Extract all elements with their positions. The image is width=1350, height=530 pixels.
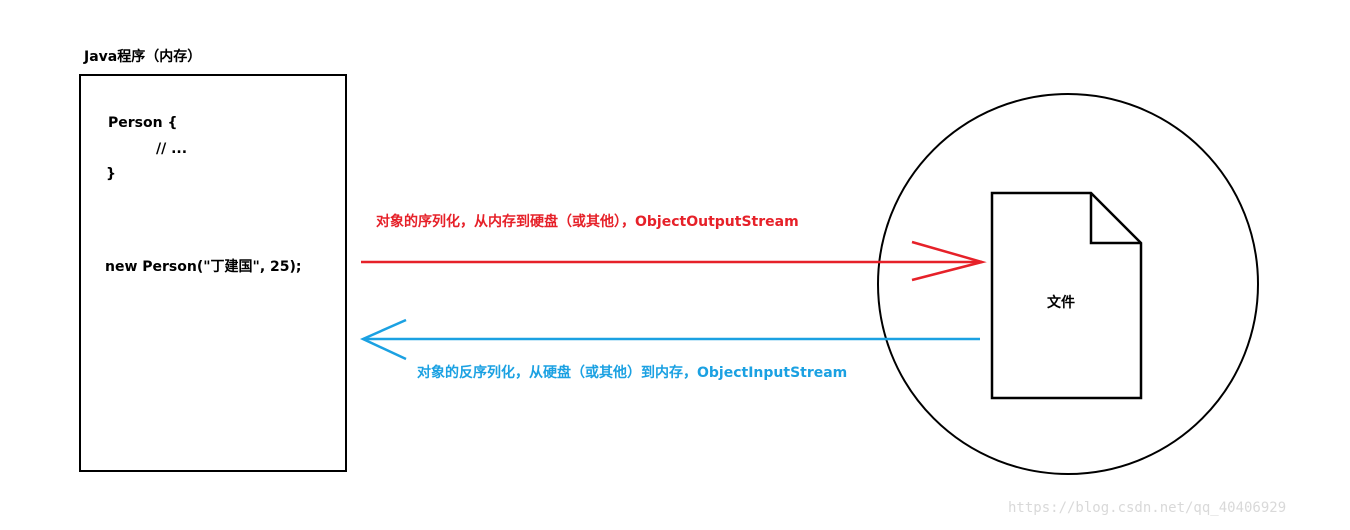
serialize-arrow (361, 240, 987, 282)
code-line-class-open: Person { (108, 115, 178, 131)
code-line-class-close: } (106, 166, 116, 182)
code-line-comment: // ... (156, 141, 188, 157)
serialize-label: 对象的序列化，从内存到硬盘（或其他），ObjectOutputStream (376, 214, 799, 230)
memory-box (79, 74, 347, 472)
watermark: https://blog.csdn.net/qq_40406929 (1008, 500, 1287, 516)
code-line-new-person: new Person("丁建国", 25); (105, 259, 302, 275)
deserialize-arrow (359, 318, 980, 361)
file-icon (990, 191, 1143, 400)
deserialize-label: 对象的反序列化，从硬盘（或其他）到内存，ObjectInputStream (417, 365, 848, 381)
storage-circle (877, 93, 1259, 475)
memory-title: Java程序（内存） (84, 49, 202, 65)
file-label: 文件 (1047, 295, 1075, 311)
